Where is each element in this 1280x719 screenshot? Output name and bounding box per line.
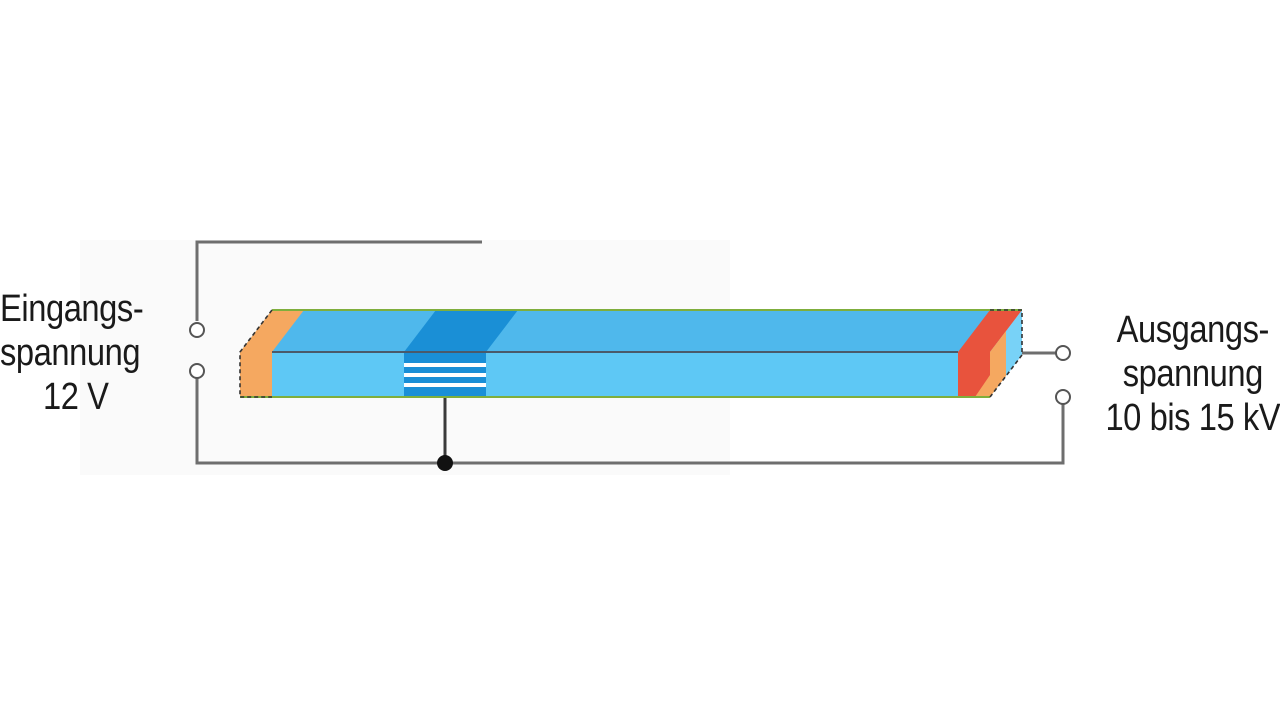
- input-label-line3: 12 V: [43, 376, 109, 418]
- output-voltage-label: Ausgangs- spannung 10 bis 15 kV: [1105, 308, 1280, 440]
- output-label-line3: 10 bis 15 kV: [1105, 397, 1280, 439]
- output-electrode-outline: [989, 309, 1023, 398]
- output-terminal-top: [1055, 345, 1071, 361]
- output-terminal-bottom: [1055, 389, 1071, 405]
- ground-junction-node: [437, 455, 453, 471]
- center-electrode-top: [404, 310, 518, 352]
- input-label-line2: spannung: [0, 332, 141, 374]
- output-label-line1: Ausgangs-: [1116, 309, 1269, 351]
- output-electrode-highlight: [975, 375, 990, 397]
- bar-front-face: [240, 352, 990, 397]
- input-top-wire: [195, 240, 482, 321]
- output-electrode-end-strip: [990, 331, 1006, 397]
- bar-top-face: [240, 310, 1022, 352]
- input-terminal-bottom: [189, 363, 205, 379]
- bottom-return-wire: [195, 378, 1065, 465]
- input-electrode-top: [240, 310, 304, 352]
- input-terminal-top: [189, 322, 205, 338]
- electrode-stripe-3: [404, 383, 486, 387]
- input-electrode-front: [240, 352, 272, 397]
- input-label-line1: Eingangs-: [0, 288, 144, 330]
- input-voltage-label: Eingangs- spannung 12 V: [0, 287, 144, 419]
- electrode-stripe-1: [404, 363, 486, 367]
- electrode-stripe-2: [404, 373, 486, 377]
- output-electrode-top: [958, 310, 1022, 352]
- input-electrode-outline: [239, 309, 273, 398]
- output-label-line2: spannung: [1122, 353, 1264, 395]
